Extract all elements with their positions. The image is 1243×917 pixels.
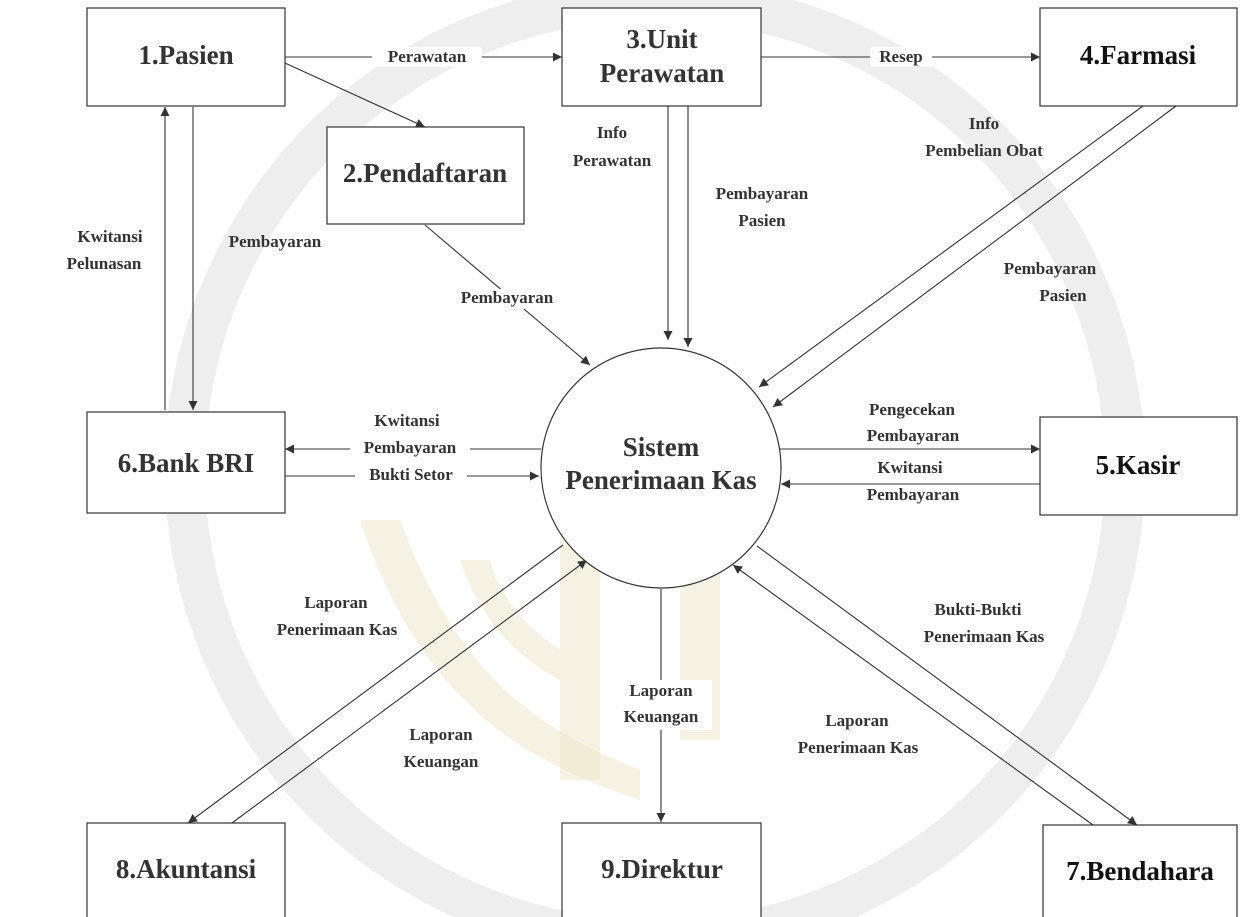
entity-direktur: 9.Direktur bbox=[561, 822, 762, 917]
label-pembayaran-pendaftaran: Pembayaran bbox=[461, 288, 554, 307]
entity-pendaftaran: 2.Pendaftaran bbox=[326, 126, 525, 225]
entity-farmasi-label: 4.Farmasi bbox=[1080, 40, 1197, 70]
label-laporan-keuangan-direktur-2: Keuangan bbox=[624, 707, 699, 726]
label-pembayaran-pasien-unit-2: Pasien bbox=[738, 211, 786, 230]
label-kwitansi-pelunasan-1: Kwitansi bbox=[77, 227, 142, 246]
label-laporan-keuangan-akuntansi-2: Keuangan bbox=[404, 752, 479, 771]
entity-bendahara: 7.Bendahara bbox=[1042, 824, 1238, 917]
label-laporan-penerimaan-kas-akuntansi-1: Laporan bbox=[304, 593, 368, 612]
label-kwitansi-pembayaran-bank-2: Pembayaran bbox=[364, 438, 457, 457]
entity-bank-bri-label: 6.Bank BRI bbox=[118, 448, 255, 478]
label-bukti-setor: Bukti Setor bbox=[369, 465, 453, 484]
entity-akuntansi-label: 8.Akuntansi bbox=[116, 854, 257, 884]
entity-unit-perawatan-label-1: 3.Unit bbox=[626, 24, 697, 54]
label-kwitansi-pembayaran-kasir-1: Kwitansi bbox=[877, 458, 942, 477]
label-pembayaran-pasien-unit-1: Pembayaran bbox=[716, 184, 809, 203]
entity-unit-perawatan-label-2: Perawatan bbox=[600, 58, 724, 88]
label-laporan-keuangan-akuntansi-1: Laporan bbox=[409, 725, 473, 744]
entity-bendahara-label: 7.Bendahara bbox=[1066, 856, 1214, 886]
label-perawatan: Perawatan bbox=[388, 47, 467, 66]
label-bukti-bukti-penerimaan-kas-2: Penerimaan Kas bbox=[924, 627, 1045, 646]
label-info-perawatan-1: Info bbox=[597, 123, 627, 142]
process-title-line1: Sistem bbox=[623, 432, 700, 462]
entity-akuntansi: 8.Akuntansi bbox=[86, 822, 286, 917]
label-laporan-penerimaan-kas-bendahara-1: Laporan bbox=[825, 711, 889, 730]
label-laporan-penerimaan-kas-bendahara-2: Penerimaan Kas bbox=[798, 738, 919, 757]
entity-kasir: 5.Kasir bbox=[1039, 416, 1238, 516]
label-kwitansi-pembayaran-bank-1: Kwitansi bbox=[374, 411, 439, 430]
entity-pasien: 1.Pasien bbox=[86, 7, 286, 107]
label-kwitansi-pembayaran-kasir-2: Pembayaran bbox=[867, 485, 960, 504]
entity-unit-perawatan: 3.Unit Perawatan bbox=[561, 7, 762, 107]
entity-bank-bri: 6.Bank BRI bbox=[86, 411, 286, 514]
label-resep: Resep bbox=[879, 47, 922, 66]
label-pembayaran-pasien-farmasi-2: Pasien bbox=[1039, 286, 1087, 305]
process-title-line2: Penerimaan Kas bbox=[565, 465, 756, 495]
label-pembayaran-pasien-farmasi-1: Pembayaran bbox=[1004, 259, 1097, 278]
label-laporan-keuangan-direktur-1: Laporan bbox=[629, 681, 693, 700]
entity-pasien-label: 1.Pasien bbox=[138, 40, 233, 70]
label-info-pembelian-obat-1: Info bbox=[969, 114, 999, 133]
process-sistem-penerimaan-kas: Sistem Penerimaan Kas bbox=[540, 347, 782, 589]
entity-pendaftaran-label: 2.Pendaftaran bbox=[343, 158, 507, 188]
label-pembayaran-pasien-bank: Pembayaran bbox=[229, 232, 322, 251]
label-pengecekan-pembayaran-1: Pengecekan bbox=[869, 400, 955, 419]
label-bukti-bukti-penerimaan-kas-1: Bukti-Bukti bbox=[935, 600, 1022, 619]
label-kwitansi-pelunasan-2: Pelunasan bbox=[67, 254, 142, 273]
label-info-perawatan-2: Perawatan bbox=[573, 151, 652, 170]
label-info-pembelian-obat-2: Pembelian Obat bbox=[925, 141, 1043, 160]
label-pengecekan-pembayaran-2: Pembayaran bbox=[867, 426, 960, 445]
flow-labels: Perawatan Resep Info Perawatan Pembayara… bbox=[67, 47, 1097, 771]
entity-direktur-label: 9.Direktur bbox=[601, 854, 723, 884]
entity-farmasi: 4.Farmasi bbox=[1039, 7, 1238, 107]
label-laporan-penerimaan-kas-akuntansi-2: Penerimaan Kas bbox=[277, 620, 398, 639]
entity-kasir-label: 5.Kasir bbox=[1096, 450, 1181, 480]
